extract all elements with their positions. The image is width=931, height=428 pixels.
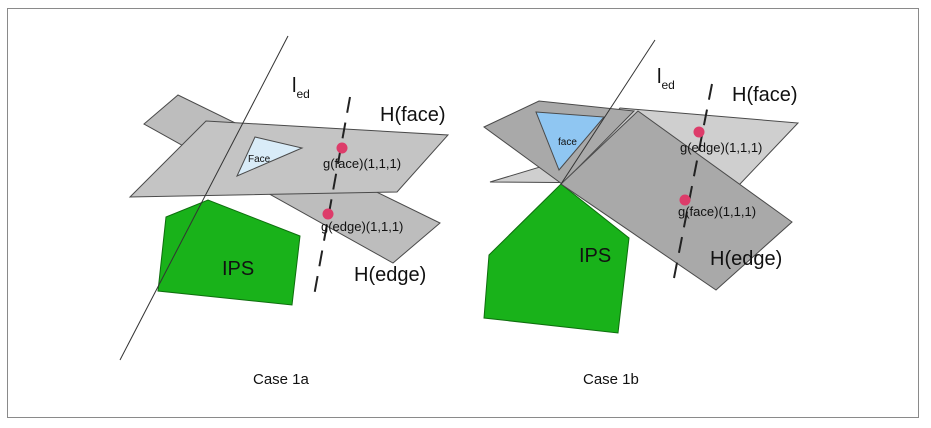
case-1b-h-face-label: H(face) [732, 84, 798, 106]
case-1a-face-label: Face [248, 154, 271, 165]
case-1a-dashed-line [313, 96, 351, 297]
case-1b-caption: Case 1b [583, 371, 639, 388]
case-1a-point-face [336, 142, 348, 154]
case-1a-point-edge [322, 208, 334, 220]
case-1a-l-ed-label: led [292, 75, 310, 101]
case-1b-dashed-line [673, 83, 713, 279]
case-1a-point-edge-label: g(edge)(1,1,1) [321, 219, 403, 234]
case-1b-h-edge-plane [560, 110, 793, 291]
case-1a-ips-region [157, 199, 301, 306]
case-1a-diagram: led H(face) g(face)(1,1,1) g(edge)(1,1,1… [119, 35, 450, 388]
case-1a-l-ed-line [119, 35, 289, 361]
case-1a-face-triangle [235, 136, 304, 177]
case-1b-diagram: led H(face) g(edge)(1,1,1) g(face)(1,1,1… [483, 39, 800, 388]
case-1b-ips-label: IPS [579, 245, 611, 267]
case-1b-point-face-label: g(face)(1,1,1) [678, 204, 756, 219]
case-1b-point-edge-label: g(edge)(1,1,1) [680, 140, 762, 155]
case-1a-point-face-label: g(face)(1,1,1) [323, 156, 401, 171]
case-1b-face-label: face [558, 137, 577, 148]
case-1b-ips-region [483, 183, 630, 334]
case-1b-l-ed-label: led [657, 66, 675, 92]
case-1b-h-edge-label: H(edge) [710, 248, 782, 270]
case-1a-ips-label: IPS [222, 258, 254, 280]
case-1a-caption: Case 1a [253, 371, 310, 388]
case-1b-l-ed-line [560, 39, 656, 185]
case-1b-point-edge [693, 126, 705, 138]
case-1a-h-face-label: H(face) [380, 104, 446, 126]
case-1a-h-edge-label: H(edge) [354, 264, 426, 286]
case-1a-h-face-plane [128, 120, 450, 198]
case-1b-point-face [679, 194, 691, 206]
figure-frame [7, 8, 919, 418]
case-1b-face-triangle [535, 111, 606, 171]
